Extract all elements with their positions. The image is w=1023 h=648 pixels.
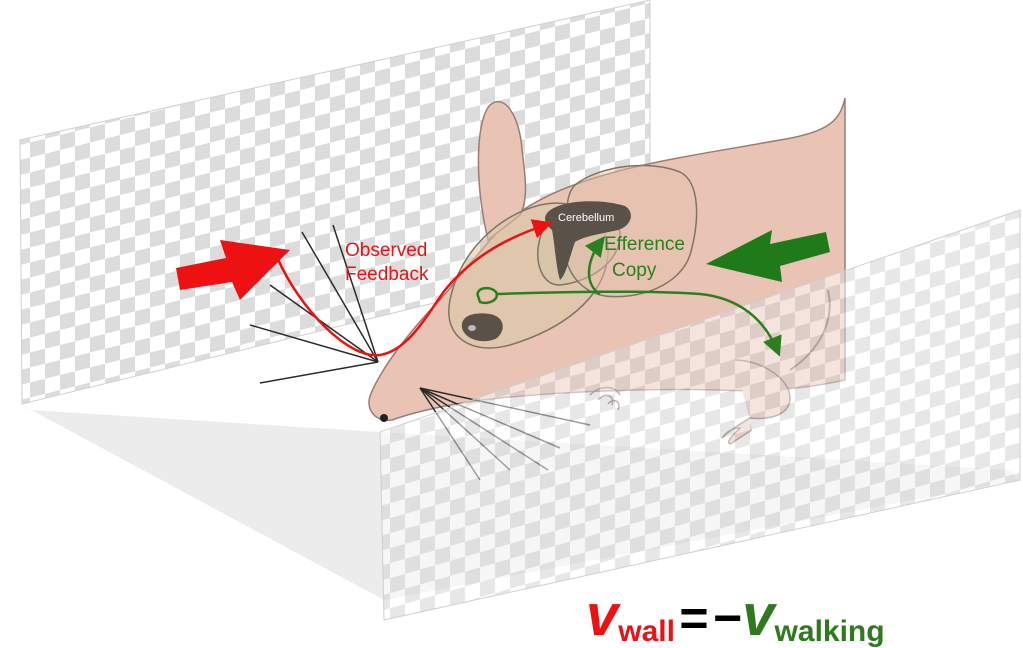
efference-label-line1: Efference xyxy=(604,234,685,255)
eye-highlight xyxy=(468,325,476,331)
v-wall-symbol: v xyxy=(586,583,618,648)
walking-subscript: walking xyxy=(775,615,885,648)
cerebellum-label: Cerebellum xyxy=(558,212,614,224)
equals-sign: = xyxy=(679,590,708,646)
wall-subscript: wall xyxy=(618,615,675,648)
observed-label-line2: Feedback xyxy=(345,264,429,285)
observed-label-line1: Observed xyxy=(345,240,427,261)
minus-sign: − xyxy=(713,590,742,646)
velocity-equation: vwall = −vwalking xyxy=(586,588,886,644)
mouse-nose xyxy=(380,414,388,422)
efference-label-line2: Copy xyxy=(612,260,657,281)
v-walking-symbol: v xyxy=(742,583,774,648)
